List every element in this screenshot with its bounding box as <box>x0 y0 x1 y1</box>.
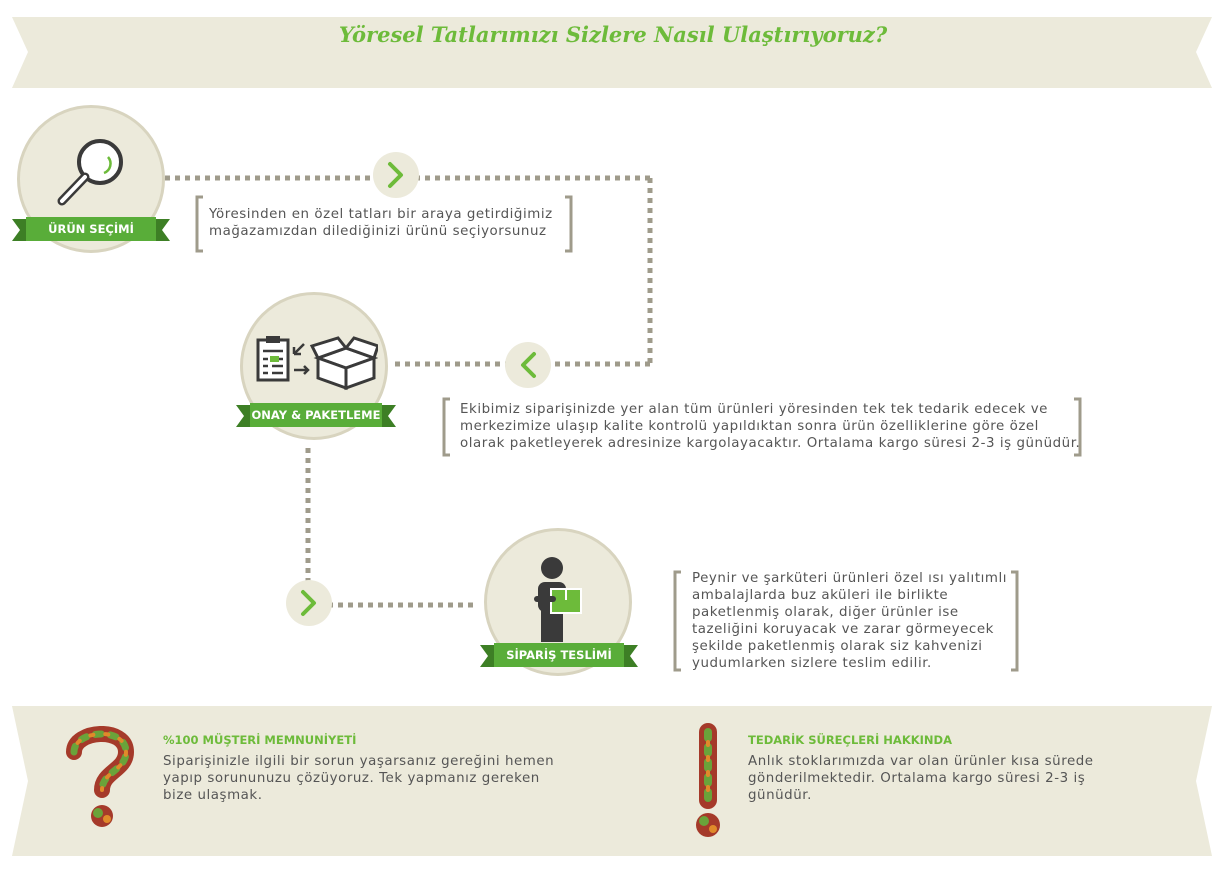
step-3-description: Peynir ve şarküteri ürünleri özel ısı ya… <box>692 570 1007 672</box>
chevron-right-icon <box>301 590 316 616</box>
satisfaction-text: Siparişinizle ilgili bir sorun yaşarsanı… <box>163 753 554 804</box>
desc-line: tazeliğini koruyacak ve zarar görmeyecek <box>692 622 994 637</box>
next-arrow-2[interactable] <box>286 580 332 626</box>
step-1-brackets <box>195 195 573 253</box>
fruit-exclamation-mark-icon <box>696 723 720 837</box>
fruit-question-mark-icon <box>66 726 135 827</box>
desc-line: mağazamızdan dilediğinizi ürünü seçiyors… <box>209 224 547 239</box>
text-line: bize ulaşmak. <box>163 788 263 803</box>
desc-line: paketlenmiş olarak, diğer ürünler ise <box>692 605 959 620</box>
satisfaction-heading: %100 MÜŞTERİ MEMNUNİYETİ <box>163 733 357 747</box>
text-line: günüdür. <box>748 788 812 803</box>
step-2-ribbon <box>236 403 396 427</box>
top-banner <box>12 17 1212 88</box>
desc-line: Peynir ve şarküteri ürünleri özel ısı ya… <box>692 571 1008 586</box>
chevron-left-icon <box>521 352 536 378</box>
text-line: yapıp sorununuzu çözüyoruz. Tek yapmanız… <box>163 771 540 786</box>
step-3-label: SİPARİŞ TESLİMİ <box>506 648 612 662</box>
bottom-banner <box>12 706 1212 856</box>
text-line: Anlık stoklarımızda var olan ürünler kıs… <box>748 754 1094 769</box>
step-1-label: ÜRÜN SEÇİMİ <box>48 222 134 236</box>
chevron-right-icon <box>388 162 403 188</box>
page-title: Yöresel Tatlarımızı Sizlere Nasıl Ulaştı… <box>338 22 888 47</box>
desc-line: olarak paketleyerek adresinize kargolaya… <box>460 436 1081 451</box>
step-3-brackets <box>673 570 1019 672</box>
back-arrow[interactable] <box>505 342 551 388</box>
step-2-description: Ekibimiz siparişinizde yer alan tüm ürün… <box>460 401 1080 452</box>
desc-line: yudumlarken sizlere teslim edilir. <box>692 656 932 671</box>
magnifier-icon <box>57 139 123 206</box>
step-1-ribbon <box>12 217 170 241</box>
supply-text: Anlık stoklarımızda var olan ürünler kıs… <box>748 753 1094 804</box>
desc-line: ambalajlarda buz aküleri ile birlikte <box>692 588 949 603</box>
step-1-description: Yöresinden en özel tatları bir araya get… <box>209 206 553 240</box>
supply-heading: TEDARİK SÜREÇLERİ HAKKINDA <box>748 733 952 747</box>
clipboard-box-icon <box>256 336 378 391</box>
step-2-label: ONAY & PAKETLEME <box>251 408 381 422</box>
desc-line: merkezimize ulaşıp kalite kontrolü yapıl… <box>460 419 1039 434</box>
delivery-person-icon <box>534 557 582 642</box>
step-2-brackets <box>442 397 1082 457</box>
text-line: gönderilmektedir. Ortalama kargo süresi … <box>748 771 1086 786</box>
desc-line: şekilde paketlenmiş olarak siz kahvenizi <box>692 639 983 654</box>
text-line: Siparişinizle ilgili bir sorun yaşarsanı… <box>163 754 555 769</box>
desc-line: Yöresinden en özel tatları bir araya get… <box>209 207 553 222</box>
step-3-ribbon <box>480 643 638 667</box>
next-arrow-1[interactable] <box>373 152 419 198</box>
desc-line: Ekibimiz siparişinizde yer alan tüm ürün… <box>460 402 1048 417</box>
